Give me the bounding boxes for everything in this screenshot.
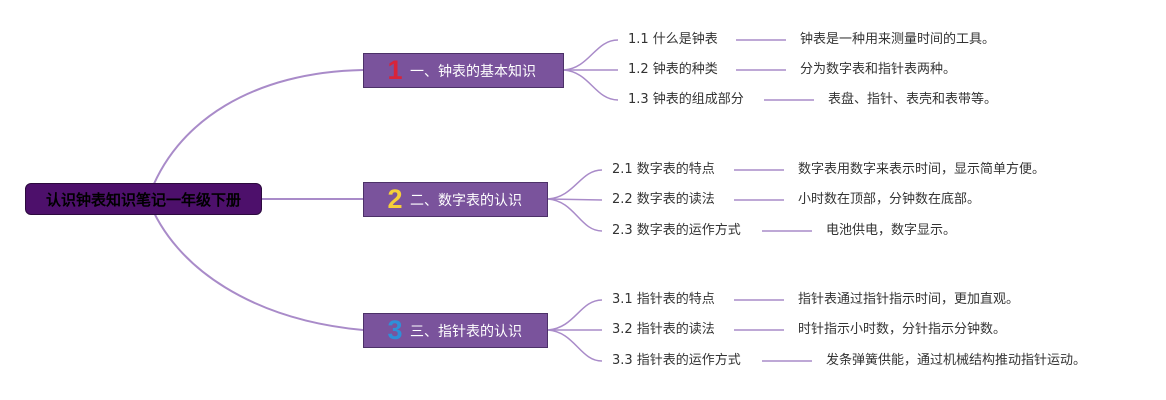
subtopic-3-2[interactable]: 3.2 指针表的读法	[612, 322, 715, 337]
branch-number-2: 2	[387, 184, 403, 214]
connector-b2-s2	[547, 198, 603, 201]
subtopic-2-3[interactable]: 2.3 数字表的运作方式	[612, 223, 741, 238]
connector-b2-s1	[547, 169, 603, 200]
branch-topic-2[interactable]: 2 二、数字表的认识	[363, 182, 548, 217]
branch-number-3: 3	[387, 315, 403, 345]
description-3-1[interactable]: 指针表通过指针指示时间，更加直观。	[798, 292, 1020, 307]
subtopic-2-1[interactable]: 2.1 数字表的特点	[612, 162, 715, 177]
subtopic-1-3[interactable]: 1.3 钟表的组成部分	[628, 92, 744, 107]
connector-b3-s1	[547, 299, 603, 331]
description-3-2[interactable]: 时针指示小时数，分针指示分钟数。	[798, 322, 1007, 337]
connector-b1-s3	[563, 69, 619, 101]
description-1-2[interactable]: 分为数字表和指针表两种。	[800, 62, 957, 77]
description-1-3[interactable]: 表盘、指针、表壳和表带等。	[828, 92, 998, 107]
description-3-3[interactable]: 发条弹簧供能，通过机械结构推动指针运动。	[826, 353, 1087, 368]
connector-root-branch-1	[147, 69, 364, 200]
branch-label-2: 二、数字表的认识	[410, 192, 522, 209]
description-1-1[interactable]: 钟表是一种用来测量时间的工具。	[800, 32, 996, 47]
subtopic-3-3[interactable]: 3.3 指针表的运作方式	[612, 353, 741, 368]
branch-topic-1[interactable]: 1 一、钟表的基本知识	[363, 53, 564, 88]
description-2-3[interactable]: 电池供电，数字显示。	[826, 223, 957, 238]
branch-label-1: 一、钟表的基本知识	[410, 63, 536, 80]
connector-b1-s1	[563, 39, 619, 71]
connector-b2-s3	[547, 198, 603, 232]
subtopic-1-2[interactable]: 1.2 钟表的种类	[628, 62, 718, 77]
description-2-2[interactable]: 小时数在顶部，分钟数在底部。	[798, 192, 981, 207]
subtopic-1-1[interactable]: 1.1 什么是钟表	[628, 32, 718, 47]
subtopic-2-2[interactable]: 2.2 数字表的读法	[612, 192, 715, 207]
branch-label-3: 三、指针表的认识	[410, 323, 522, 340]
root-topic-label: 认识钟表知识笔记一年级下册	[45, 190, 241, 209]
connector-root-branch-3	[147, 198, 364, 331]
branch-number-1: 1	[387, 55, 403, 85]
description-2-1[interactable]: 数字表用数字来表示时间，显示简单方便。	[798, 162, 1046, 177]
subtopic-3-1[interactable]: 3.1 指针表的特点	[612, 292, 715, 307]
connector-b3-s3	[547, 329, 603, 362]
root-topic[interactable]: 认识钟表知识笔记一年级下册	[25, 183, 262, 215]
branch-topic-3[interactable]: 3 三、指针表的认识	[363, 313, 548, 348]
